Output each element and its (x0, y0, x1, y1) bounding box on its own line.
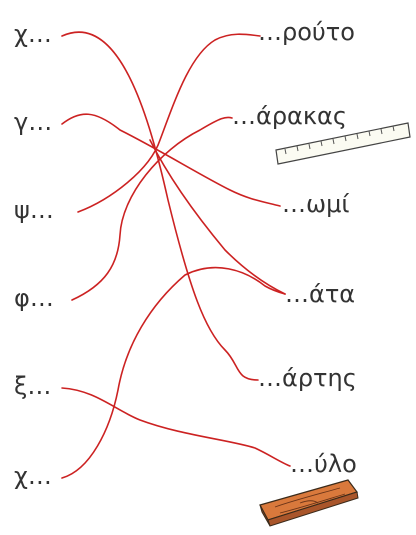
left-item-3[interactable]: ψ… (14, 198, 54, 222)
right-item-3[interactable]: …ωμί (282, 192, 350, 216)
right-item-6[interactable]: …ύλο (290, 452, 357, 476)
left-item-2[interactable]: γ… (14, 110, 52, 134)
right-item-1[interactable]: …ρούτο (258, 20, 355, 44)
right-item-2[interactable]: …άρακας (232, 104, 347, 128)
left-item-5[interactable]: ξ… (14, 374, 51, 398)
left-item-6[interactable]: χ… (14, 464, 52, 488)
connector-line (150, 140, 285, 294)
left-item-4[interactable]: φ… (14, 286, 54, 310)
wooden-plank-icon (260, 480, 358, 526)
right-item-5[interactable]: …άρτης (258, 366, 357, 390)
connector-line (62, 388, 290, 466)
right-item-4[interactable]: …άτα (285, 282, 355, 306)
left-item-1[interactable]: χ… (14, 22, 52, 46)
